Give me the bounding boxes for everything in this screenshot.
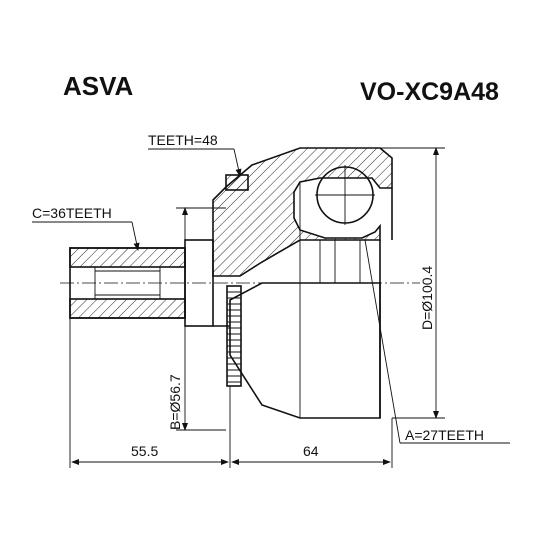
leader-spline-c: C=36TEETH <box>32 205 140 251</box>
dimension-d: D=Ø100.4 <box>380 147 445 419</box>
dimension-lengths: 55.5 64 <box>69 318 393 468</box>
spline-a-label: A=27TEETH <box>405 427 484 443</box>
leader-spline-a: A=27TEETH <box>364 239 510 444</box>
part-number: VO-XC9A48 <box>360 78 499 106</box>
teeth-outer-label: TEETH=48 <box>148 132 218 148</box>
dimension-b: B=Ø56.7 <box>167 207 226 431</box>
diameter-b-label: B=Ø56.7 <box>167 374 183 430</box>
abs-ring <box>226 285 242 387</box>
leader-teeth-outer: TEETH=48 <box>148 132 242 177</box>
brand-name: ASVA <box>63 71 134 101</box>
diameter-d-label: D=Ø100.4 <box>419 266 435 330</box>
length-left-label: 55.5 <box>131 443 158 459</box>
outer-housing <box>212 147 393 419</box>
length-right-label: 64 <box>303 443 319 459</box>
spline-shaft <box>69 239 214 327</box>
spline-c-label: C=36TEETH <box>32 205 112 221</box>
